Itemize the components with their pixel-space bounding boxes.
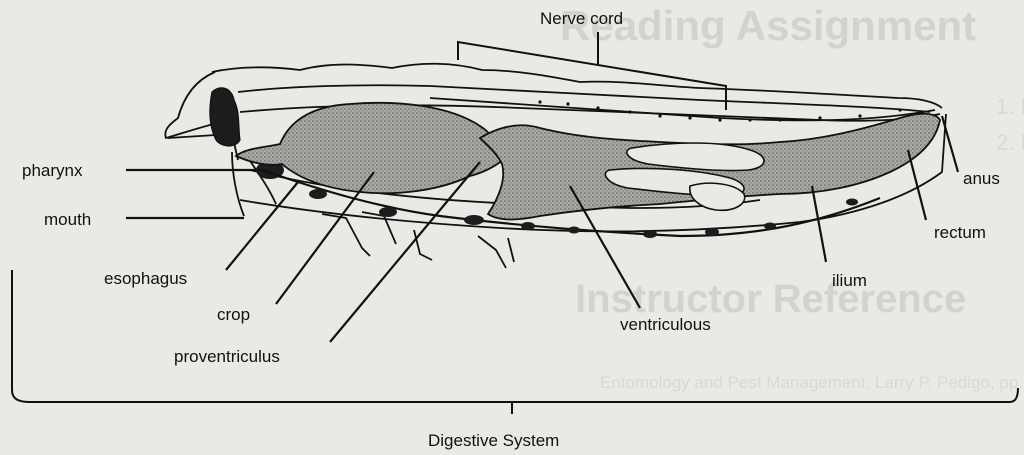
leg-base-1	[322, 214, 370, 256]
diagram-title: Digestive System	[428, 431, 559, 450]
bleed-line-1: 1. F	[996, 94, 1024, 119]
label-esophagus: esophagus	[104, 269, 187, 288]
leader-ilium	[812, 186, 826, 262]
label-rectum: rectum	[934, 223, 986, 242]
label-mouth: mouth	[44, 210, 91, 229]
label-crop: crop	[217, 305, 250, 324]
head-capsule	[165, 72, 215, 138]
label-ventriculous: ventriculous	[620, 315, 711, 334]
label-pharynx: pharynx	[22, 161, 83, 180]
leg-base-3	[414, 230, 432, 260]
label-anus: anus	[963, 169, 1000, 188]
mouth-outline	[232, 152, 244, 216]
leg-base-5	[508, 238, 514, 262]
leg-base-4	[478, 236, 506, 268]
label-ilium: ilium	[832, 271, 867, 290]
label-proventriculus: proventriculus	[174, 347, 280, 366]
crop-organ	[236, 103, 512, 193]
label-nerve-cord: Nerve cord	[540, 9, 623, 28]
bleed-line-2: 2. F	[996, 130, 1024, 155]
bleed-reference: Entomology and Pest Management, Larry P.…	[600, 373, 1024, 392]
brain-ganglion	[210, 88, 240, 146]
